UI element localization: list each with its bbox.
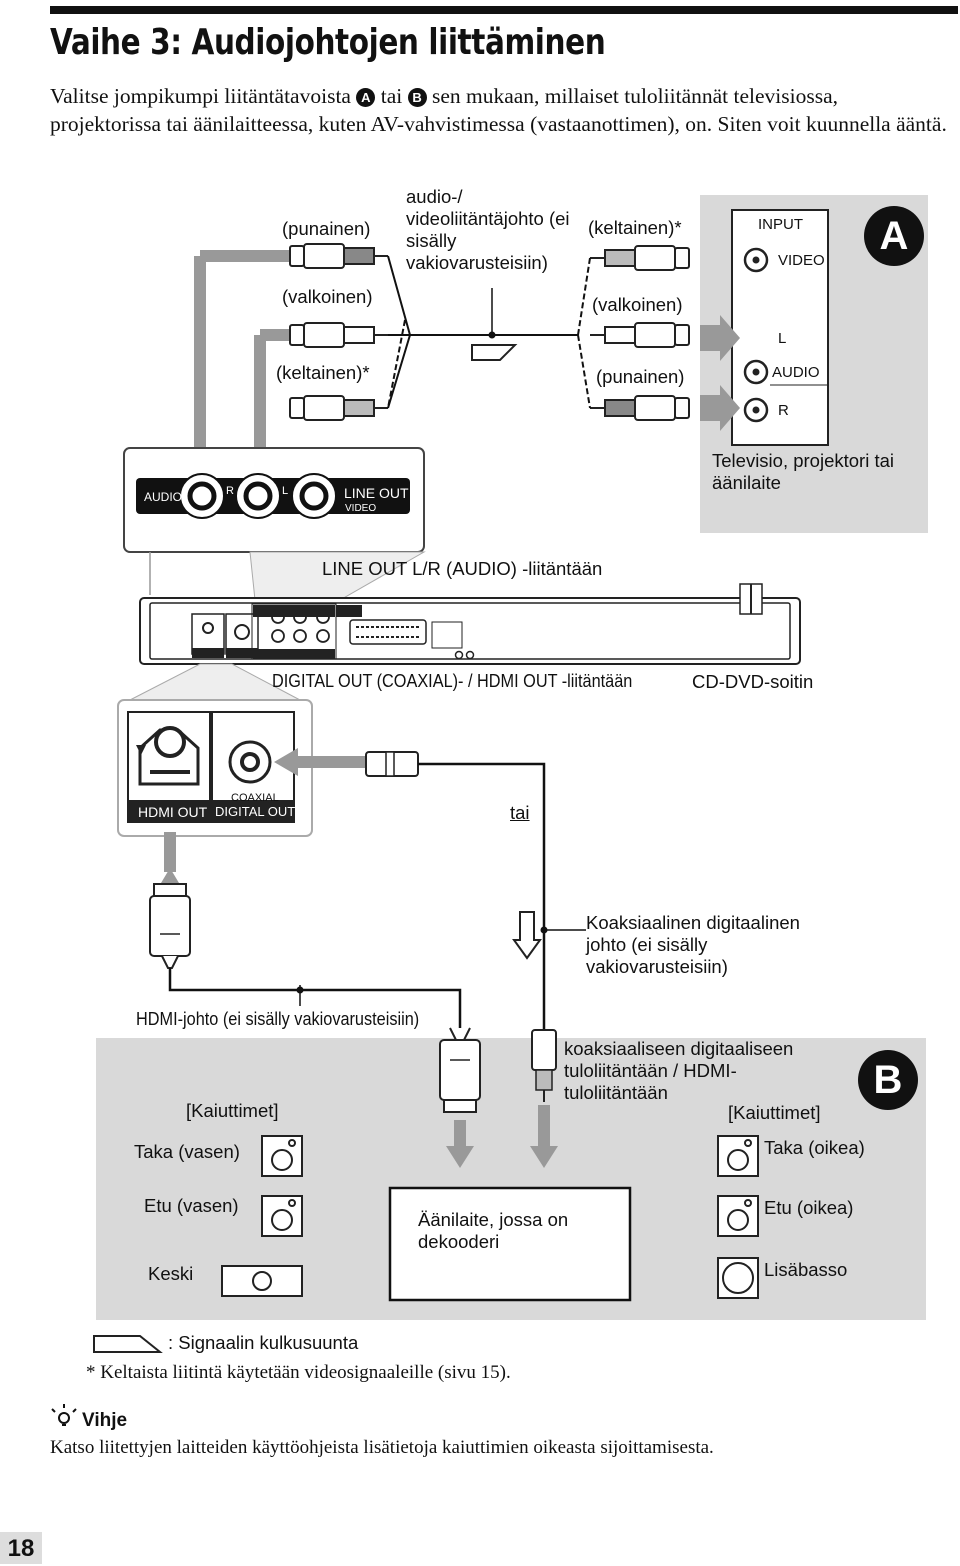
label-player: CD-DVD-soitin	[692, 671, 814, 692]
signal-arrow-1	[471, 344, 518, 361]
decoder-box	[388, 1186, 632, 1302]
intro-mid: tai	[380, 84, 403, 108]
label-tai: tai	[510, 802, 530, 823]
label-rear-left: Taka (vasen)	[134, 1141, 240, 1162]
label-yellow-right: (keltainen)*	[588, 217, 682, 238]
label-tv-device: Televisio, projektori tai äänilaite	[712, 450, 894, 493]
label-tv-video: VIDEO	[778, 252, 825, 269]
label-red-right: (punainen)	[596, 366, 685, 387]
intro-text: Valitse jompikumpi liitäntätavoista A ta…	[50, 82, 950, 138]
badge-a: A	[864, 206, 924, 266]
panel-l: L	[282, 485, 289, 497]
badge-b-inline: B	[407, 88, 427, 107]
panel-video: VIDEO	[345, 503, 377, 514]
label-lineout-caption: LINE OUT L/R (AUDIO) -liitäntään	[322, 558, 603, 579]
label-tv-input: INPUT	[758, 216, 803, 233]
intro-post: sen mukaan, millaiset tuloliitännät tele…	[50, 84, 947, 136]
label-center: Keski	[148, 1263, 194, 1284]
label-hdmi-cable: HDMI-johto (ei sisälly vakiovarusteisiin…	[136, 1008, 420, 1029]
label-tv-audio: AUDIO	[772, 364, 820, 381]
panel-audio: AUDIO	[144, 490, 183, 504]
badge-a-inline: A	[356, 88, 376, 107]
tip-heading: Vihje	[50, 1410, 127, 1432]
plug-white-left	[289, 322, 388, 348]
label-front-right: Etu (oikea)	[764, 1197, 854, 1218]
footnote: * Keltaista liitintä käytetään videosign…	[86, 1362, 511, 1383]
label-speakers-right: [Kaiuttimet]	[728, 1102, 821, 1123]
label-hdmi-out: HDMI OUT	[138, 804, 208, 820]
label-yellow-left: (keltainen)*	[276, 362, 370, 383]
label-white-left: (valkoinen)	[282, 286, 373, 307]
plug-red-left	[289, 243, 388, 269]
label-red-left: (punainen)	[282, 218, 371, 239]
arrow-to-tv-2	[700, 385, 740, 431]
label-rear-right: Taka (oikea)	[764, 1137, 865, 1158]
label-tv-l: L	[778, 330, 787, 347]
label-front-left: Etu (vasen)	[144, 1195, 239, 1216]
header-rule	[50, 6, 958, 14]
label-signal-legend: : Signaalin kulkusuunta	[168, 1332, 359, 1353]
tip-heading-text: Vihje	[82, 1410, 128, 1431]
label-coaxial: COAXIAL	[231, 792, 279, 804]
plug-yellow-right	[590, 245, 690, 271]
intro-pre: Valitse jompikumpi liitäntätavoista	[50, 84, 351, 108]
label-tv-r: R	[778, 402, 789, 419]
label-speakers-left: [Kaiuttimet]	[186, 1100, 279, 1121]
panel-lineout: LINE OUT	[344, 485, 409, 501]
label-subwoofer: Lisäbasso	[764, 1259, 848, 1280]
signal-arrow-2	[512, 911, 542, 960]
plug-white-right	[590, 322, 690, 348]
panel-r: R	[226, 485, 234, 497]
label-av-cable: audio-/ videoliitäntäjohto (ei sisälly v…	[406, 186, 570, 273]
label-digital-caption: DIGITAL OUT (COAXIAL)- / HDMI OUT -liitä…	[272, 670, 633, 691]
label-decoder: Äänilaite, jossa on dekooderi	[418, 1209, 569, 1252]
label-input: koaksiaaliseen digitaaliseen tuloliitänt…	[564, 1038, 794, 1103]
plug-red-right	[590, 395, 690, 421]
lightbulb-icon	[51, 1404, 77, 1426]
badge-b: B	[858, 1050, 918, 1110]
plug-yellow-left	[289, 395, 388, 421]
tip-text: Katso liitettyjen laitteiden käyttöohjei…	[50, 1437, 714, 1458]
page-number: 18	[0, 1532, 42, 1564]
label-white-right: (valkoinen)	[592, 294, 683, 315]
page-title: Vaihe 3: Audiojohtojen liittäminen	[50, 22, 606, 63]
label-coax-cable: Koaksiaalinen digitaalinen johto (ei sis…	[586, 912, 800, 977]
signal-legend-arrow	[93, 1335, 163, 1353]
arrow-to-tv-1	[700, 315, 740, 361]
label-digital-out: DIGITAL OUT	[215, 804, 296, 819]
